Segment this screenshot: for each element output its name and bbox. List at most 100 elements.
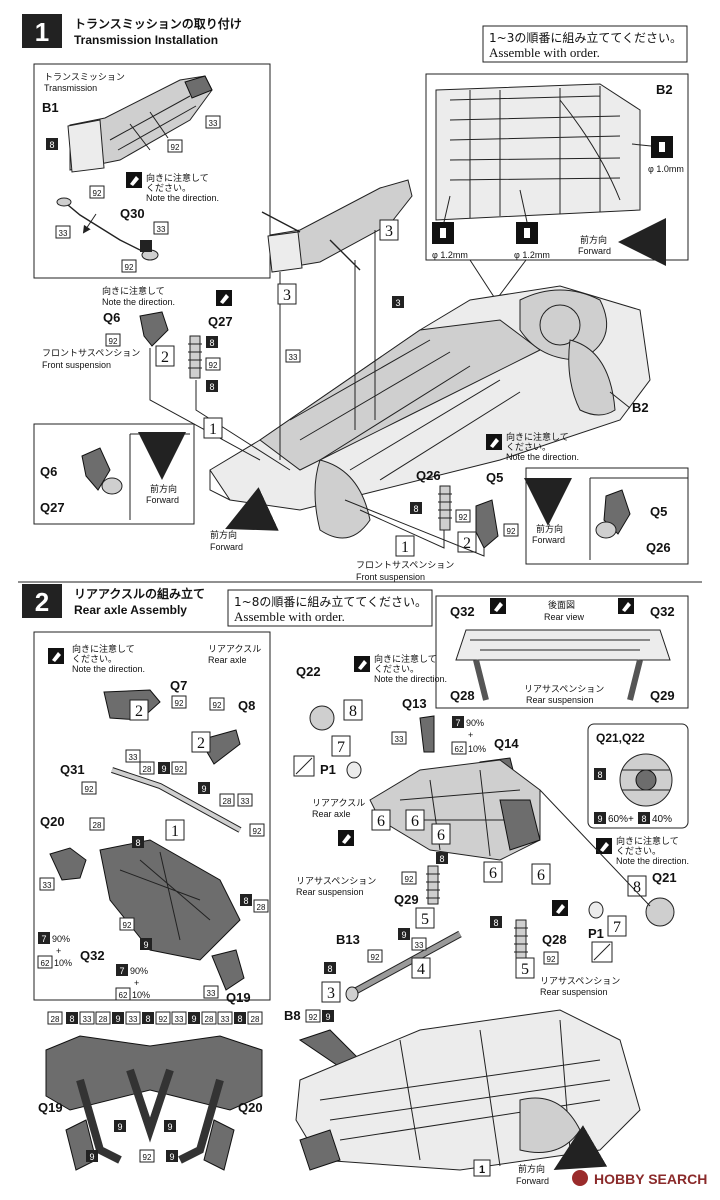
caution-icon-q30 [126,172,142,188]
svg-text:Rear suspension: Rear suspension [526,695,594,705]
svg-text:後面図: 後面図 [548,599,575,611]
svg-text:62: 62 [455,745,464,754]
step-marker-3-b13: 3 [327,985,335,1002]
step-marker-6-c: 6 [437,827,445,844]
svg-text:フロントサスペンション: フロントサスペンション [42,348,140,359]
svg-text:Forward: Forward [146,495,179,505]
svg-text:7: 7 [41,934,46,944]
front-suspension-right: 向きに注意して ください。 Note the direction. Q26 Q5… [344,431,579,582]
front-upright-q5 [475,499,499,549]
svg-text:90%: 90% [130,966,148,976]
hub-q20 [49,847,87,881]
step-ref-1: 1 [479,1164,485,1176]
svg-text:33: 33 [43,881,52,890]
svg-text:62: 62 [41,959,50,968]
part-q28-label: Q28 [542,932,567,947]
part-q32-label-rv: Q32 [450,604,475,619]
svg-text:向きに注意して: 向きに注意して [374,653,437,665]
svg-text:33: 33 [221,1015,230,1024]
svg-text:リアサスペンション: リアサスペンション [296,876,376,887]
watermark-text: HOBBY SEARCH [594,1171,707,1187]
rear-axle-frame [45,1035,263,1111]
svg-text:28: 28 [99,1015,108,1024]
svg-text:9: 9 [117,1122,122,1132]
svg-text:リアサスペンション: リアサスペンション [524,684,604,695]
step-1-order-jp: 1~3の順番に組み立ててください。 [489,30,682,45]
svg-text:28: 28 [223,797,232,806]
svg-text:10%: 10% [54,958,72,968]
svg-text:8: 8 [493,918,498,928]
paint-mix-7-62-center: 7 90% + 62 10% [115,964,150,1001]
svg-text:10%: 10% [132,990,150,1000]
svg-text:8: 8 [209,382,214,392]
step-1-number: 1 [35,17,49,47]
svg-text:33: 33 [83,1015,92,1024]
part-q19-label: Q19 [38,1100,63,1115]
step-marker-6-d: 6 [489,865,497,882]
svg-text:Q5: Q5 [650,504,667,519]
svg-text:9: 9 [115,1014,120,1024]
svg-text:33: 33 [289,353,298,362]
step-2-number: 2 [35,587,49,617]
part-q26-label: Q26 [416,468,441,483]
shock-q13 [419,715,435,753]
svg-text:7: 7 [119,966,124,976]
svg-text:前方向: 前方向 [150,483,177,495]
step-marker-5-left: 5 [421,911,429,928]
svg-text:Front suspension: Front suspension [356,572,425,582]
svg-text:92: 92 [125,263,134,272]
rear-spring-q28 [515,919,527,961]
rear-subframe [99,839,241,961]
svg-text:9: 9 [143,940,148,950]
part-q8-label: Q8 [238,698,255,713]
step-1-order-en: Assemble with order. [489,45,600,60]
svg-text:リアアクスル: リアアクスル [312,798,365,809]
svg-text:Forward: Forward [532,535,565,545]
svg-text:28: 28 [143,765,152,774]
svg-text:28: 28 [93,821,102,830]
part-b1-label: B1 [42,100,59,115]
svg-text:92: 92 [175,699,184,708]
svg-text:33: 33 [175,1015,184,1024]
step-marker-1-right: 1 [401,539,409,556]
step-2-order-en: Assemble with order. [234,609,345,624]
part-q22-label: Q22 [296,664,321,679]
svg-text:ください。: ください。 [506,442,551,453]
part-q31-label: Q31 [60,762,85,777]
step-2-title-jp: リアアクスルの組み立て [74,586,205,601]
step-1-title-en: Transmission Installation [74,33,218,47]
svg-text:φ 1.2mm: φ 1.2mm [514,250,550,260]
forward-arrow-chassis [225,487,279,531]
svg-text:Forward: Forward [210,542,243,552]
brake-disc-inset: Q21,Q22 8 9 60%+ 8 40% [587,723,689,829]
part-tag-92-trans: 92 [167,139,183,153]
step-marker-7-right: 7 [613,919,621,936]
svg-text:92: 92 [159,1015,168,1024]
step-marker-1-left: 1 [209,421,217,438]
svg-text:9: 9 [161,764,166,774]
svg-text:Rear axle: Rear axle [208,655,247,665]
svg-text:向きに注意して: 向きに注意して [506,431,569,443]
svg-text:92: 92 [143,1153,152,1162]
watermark: HOBBY SEARCH [572,1170,707,1187]
svg-text:ください。: ください。 [374,664,419,675]
svg-text:90%: 90% [52,934,70,944]
svg-text:+: + [468,730,473,740]
svg-text:向きに注意して: 向きに注意して [616,835,679,847]
part-tag-8-b1: 8 [46,138,58,150]
svg-text:向きに注意して: 向きに注意して [102,285,165,297]
part-q20-label-bottom: Q20 [238,1100,263,1115]
drill-hole-center: φ 1.2mm [514,222,550,260]
step-marker-6-a: 6 [377,813,385,830]
forward-arrow-rear [553,1125,608,1171]
step-2-header: 2 リアアクスルの組み立て Rear axle Assembly [22,584,205,618]
svg-text:8: 8 [597,770,602,780]
svg-text:Note the direction.: Note the direction. [374,674,447,684]
rear-view-inset: 後面図 Rear view Q32 Q32 Q28 Q29 リアサスペンション … [435,595,689,709]
svg-text:9: 9 [167,1122,172,1132]
svg-text:33: 33 [241,797,250,806]
svg-text:8: 8 [69,1014,74,1024]
svg-text:Note the direction.: Note the direction. [146,193,219,203]
svg-text:90%: 90% [466,718,484,728]
part-q27-label: Q27 [208,314,233,329]
